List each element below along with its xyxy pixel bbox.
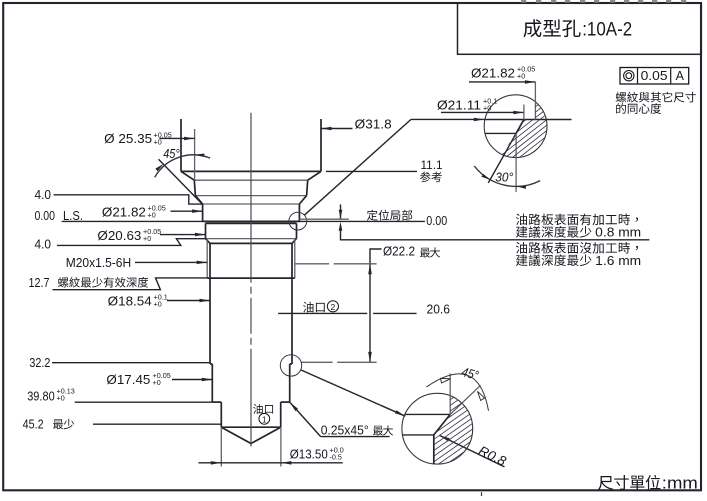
svg-text:0.00: 0.00 <box>426 214 447 228</box>
svg-text::10A-2: :10A-2 <box>582 19 632 41</box>
svg-text:Ø18.54: Ø18.54 <box>108 294 152 309</box>
svg-text:+0: +0 <box>517 71 525 80</box>
svg-text:4.0: 4.0 <box>35 187 52 202</box>
svg-text:+0: +0 <box>154 138 162 147</box>
svg-text:Ø21.82: Ø21.82 <box>471 65 515 80</box>
svg-text:Ø31.8: Ø31.8 <box>355 116 392 131</box>
svg-text:32.2: 32.2 <box>29 355 50 370</box>
svg-text:+0: +0 <box>143 234 151 243</box>
svg-text:+0: +0 <box>153 378 161 387</box>
svg-text:45°: 45° <box>460 364 480 383</box>
svg-text:+0: +0 <box>148 210 156 219</box>
svg-text::mm: :mm <box>662 475 698 493</box>
svg-text:+0.05: +0.05 <box>154 131 172 140</box>
svg-text:30°: 30° <box>495 169 513 184</box>
svg-text:0.00: 0.00 <box>35 208 56 223</box>
svg-text:0.8 mm: 0.8 mm <box>595 226 641 240</box>
svg-text:+0: +0 <box>57 394 65 403</box>
svg-text:1.6 mm: 1.6 mm <box>595 254 641 268</box>
svg-text:45°: 45° <box>163 146 180 161</box>
svg-text:Ø13.50: Ø13.50 <box>290 446 328 461</box>
svg-text:+0.1: +0.1 <box>154 293 168 302</box>
svg-text:+0.05: +0.05 <box>148 203 166 212</box>
svg-text:11.1: 11.1 <box>421 160 443 172</box>
svg-text:A: A <box>676 69 685 83</box>
svg-text:Ø21.11: Ø21.11 <box>437 97 481 112</box>
svg-text:12.7: 12.7 <box>29 276 50 290</box>
svg-text:0.25x45°: 0.25x45° <box>321 423 369 437</box>
svg-text:+0: +0 <box>483 103 491 112</box>
svg-text:L.S.: L.S. <box>63 208 83 223</box>
svg-text:45.2: 45.2 <box>23 416 44 431</box>
svg-text:Ø17.45: Ø17.45 <box>106 372 150 387</box>
svg-text:2: 2 <box>331 302 336 312</box>
svg-text:Ø20.63: Ø20.63 <box>97 228 141 243</box>
svg-text:1: 1 <box>262 414 267 424</box>
svg-text:20.6: 20.6 <box>427 303 451 317</box>
svg-text:M20x1.5-6H: M20x1.5-6H <box>66 256 132 270</box>
svg-text:+0.05: +0.05 <box>517 64 535 73</box>
svg-text:-0.5: -0.5 <box>330 452 342 461</box>
svg-text:+0.05: +0.05 <box>153 371 171 380</box>
svg-text:+0.13: +0.13 <box>57 387 75 396</box>
svg-text:+0.05: +0.05 <box>143 227 161 236</box>
svg-text:+0: +0 <box>154 300 162 309</box>
svg-text:Ø22.2: Ø22.2 <box>383 244 415 258</box>
svg-text:Ø 25.35: Ø 25.35 <box>104 131 152 146</box>
svg-text:4.0: 4.0 <box>35 236 52 251</box>
svg-text:+0.0: +0.0 <box>330 445 344 454</box>
svg-text:0.05: 0.05 <box>641 69 668 83</box>
svg-text:+0.1: +0.1 <box>483 96 497 105</box>
svg-text:39.80: 39.80 <box>27 388 55 403</box>
svg-text:Ø21.82: Ø21.82 <box>102 204 146 219</box>
